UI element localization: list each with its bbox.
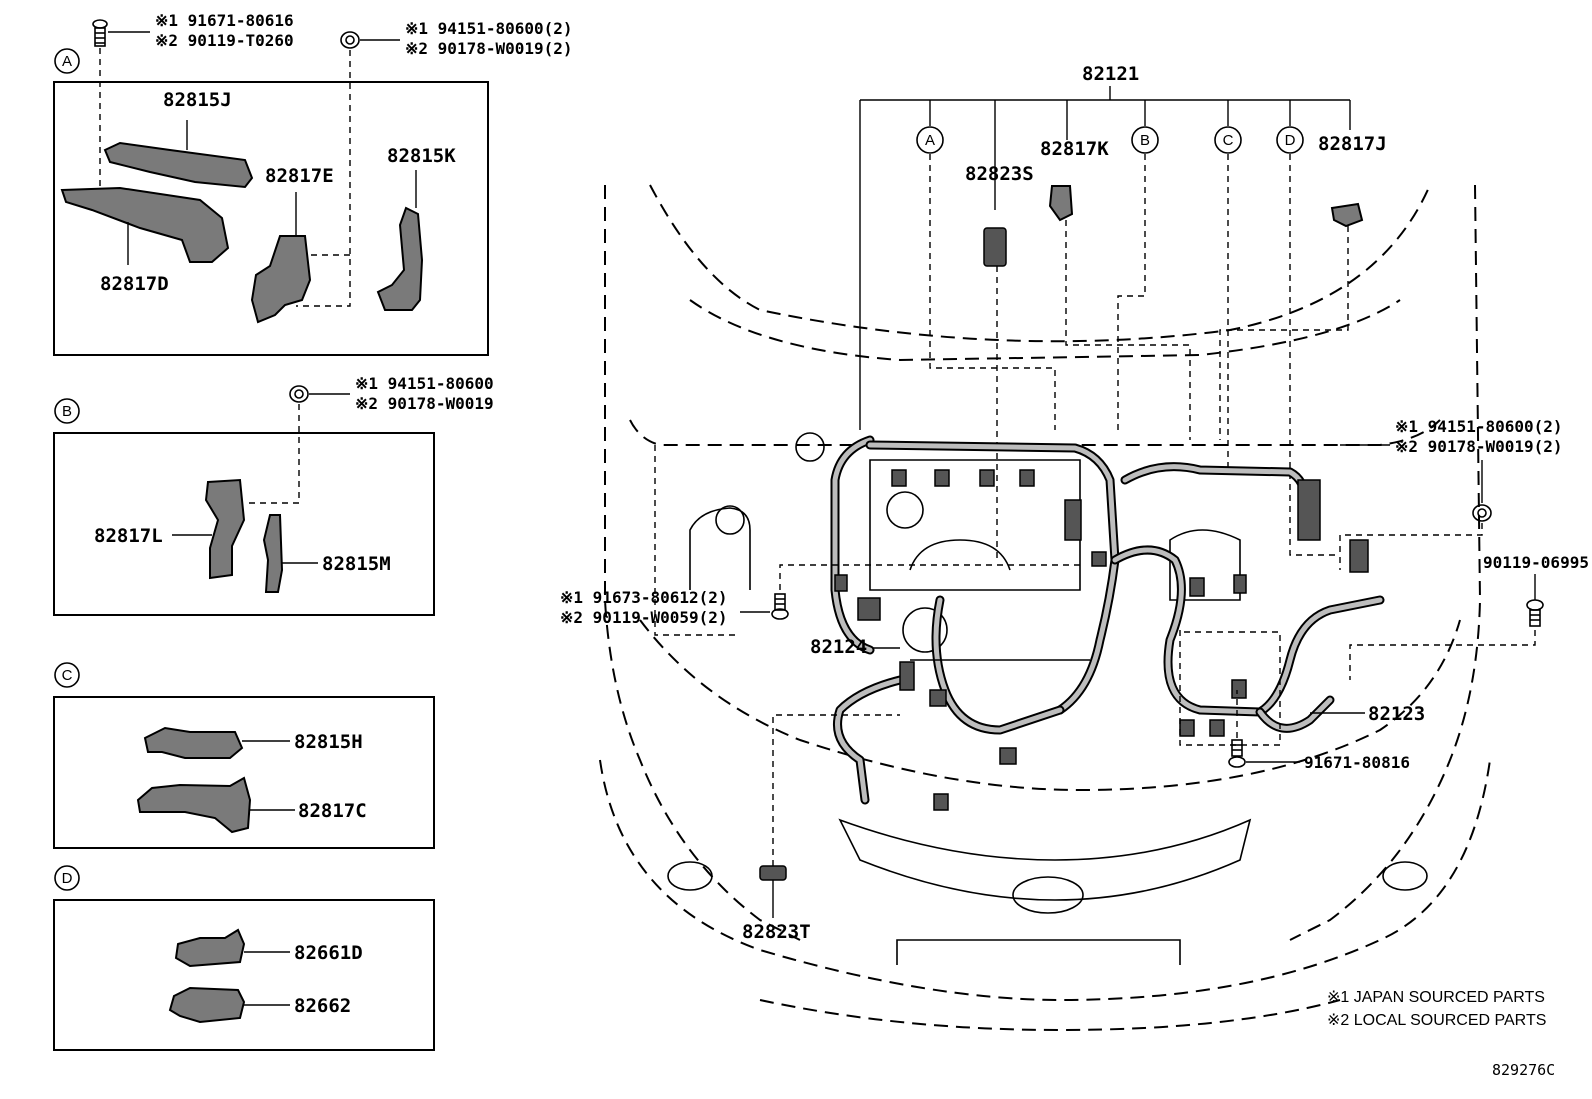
part-82124: 82124 [810, 636, 867, 658]
fastener-a2-line2: ※2 90178-W0019(2) [405, 39, 573, 58]
bracket-82817l [204, 478, 246, 580]
grille [838, 818, 1252, 901]
fastener-a1-line2: ※2 90119-T0260 [155, 31, 294, 50]
part-82121: 82121 [1082, 63, 1139, 85]
section-d-label: D [62, 870, 73, 887]
fastener-a1-line1: ※1 91671-80616 [155, 11, 294, 30]
part-82823t: 82823T [742, 921, 811, 943]
fastener-left-line2: ※2 90119-W0059(2) [560, 608, 728, 627]
connector-82662 [168, 986, 246, 1024]
part-82815m: 82815M [322, 553, 391, 575]
reservoir-tank [715, 505, 745, 535]
connector-82661d [174, 928, 246, 968]
bracket-82815j [103, 141, 254, 189]
section-b-box [53, 432, 435, 616]
section-c: C 82815H 82817C [53, 662, 435, 849]
fog-light-left [667, 861, 713, 891]
bolt-icon [92, 19, 108, 47]
part-82662: 82662 [294, 995, 351, 1017]
svg-text:B: B [1140, 132, 1150, 149]
section-b: B ※1 94151-80600 ※2 90178-W0019 82817L 8… [53, 374, 494, 616]
clip-82817j [1330, 202, 1364, 228]
bracket-82815k [376, 206, 424, 311]
callout-a: A [916, 126, 944, 154]
part-82817k: 82817K [1040, 138, 1109, 160]
section-c-label: C [62, 667, 73, 684]
section-a-box [53, 81, 489, 356]
part-82123: 82123 [1368, 703, 1425, 725]
bracket-82817e [250, 235, 312, 324]
engine-block [869, 459, 1081, 591]
callout-b: B [1131, 126, 1159, 154]
clip-icon [289, 385, 309, 403]
lower-opening [896, 939, 1181, 965]
fog-light-right [1382, 861, 1428, 891]
callout-c: C [1214, 126, 1242, 154]
fastener-rtop-line1: ※1 94151-80600(2) [1395, 417, 1563, 436]
part-82817l: 82817L [94, 525, 163, 547]
emblem [1012, 876, 1084, 914]
section-d-box [53, 899, 435, 1051]
section-a-circle [54, 48, 80, 74]
connector-82823s [983, 227, 1007, 267]
fastener-left-line1: ※1 91673-80612(2) [560, 588, 728, 607]
bolt-icon [1228, 739, 1246, 768]
main-view: 82121 A B C D 82 [560, 63, 1589, 1032]
section-b-label: B [62, 403, 72, 420]
diagram-reference-code: 829276C [1492, 1061, 1555, 1079]
bracket-82815h [143, 726, 244, 759]
connector-82817k [1048, 185, 1074, 222]
part-82823s: 82823S [965, 163, 1034, 185]
section-d-circle [54, 865, 80, 891]
section-a: A ※1 91671-80616 ※2 90119-T0260 ※1 94151… [53, 11, 573, 356]
section-c-circle [54, 662, 80, 688]
part-82817c: 82817C [298, 800, 367, 822]
section-d: D 82661D 82662 [53, 865, 435, 1051]
svg-text:D: D [1285, 132, 1296, 149]
fastener-b1-line2: ※2 90178-W0019 [355, 394, 494, 413]
connector-82823t [759, 865, 787, 881]
fastener-a2-line1: ※1 94151-80600(2) [405, 19, 573, 38]
bracket-82815m [262, 514, 284, 593]
bolt-icon [771, 593, 789, 620]
bracket-82817d [60, 186, 230, 263]
reservoir-cap [795, 432, 825, 462]
part-82815h: 82815H [294, 731, 363, 753]
fastener-rtop-line2: ※2 90178-W0019(2) [1395, 437, 1563, 456]
section-b-circle [54, 398, 80, 424]
fastener-b1-line1: ※1 94151-80600 [355, 374, 494, 393]
part-82815j: 82815J [163, 89, 232, 111]
part-82661d: 82661D [294, 942, 363, 964]
clip-icon [340, 31, 360, 49]
callout-d: D [1276, 126, 1304, 154]
bracket-82817c [136, 776, 252, 834]
fastener-bottom: 91671-80816 [1304, 753, 1410, 772]
part-82817d: 82817D [100, 273, 169, 295]
clip-icon [1472, 504, 1492, 522]
part-82817j: 82817J [1318, 133, 1387, 155]
note-local-sourced: ※2 LOCAL SOURCED PARTS [1327, 1012, 1546, 1029]
section-a-label: A [62, 53, 72, 70]
hood-outline [604, 185, 801, 941]
bolt-icon [1526, 599, 1544, 627]
svg-text:C: C [1223, 132, 1234, 149]
section-c-box [53, 696, 435, 849]
svg-text:A: A [925, 132, 935, 149]
part-82815k: 82815K [387, 145, 456, 167]
note-japan-sourced: ※1 JAPAN SOURCED PARTS [1327, 989, 1545, 1006]
part-82817e: 82817E [265, 165, 334, 187]
fastener-right: 90119-06995 [1483, 553, 1589, 572]
